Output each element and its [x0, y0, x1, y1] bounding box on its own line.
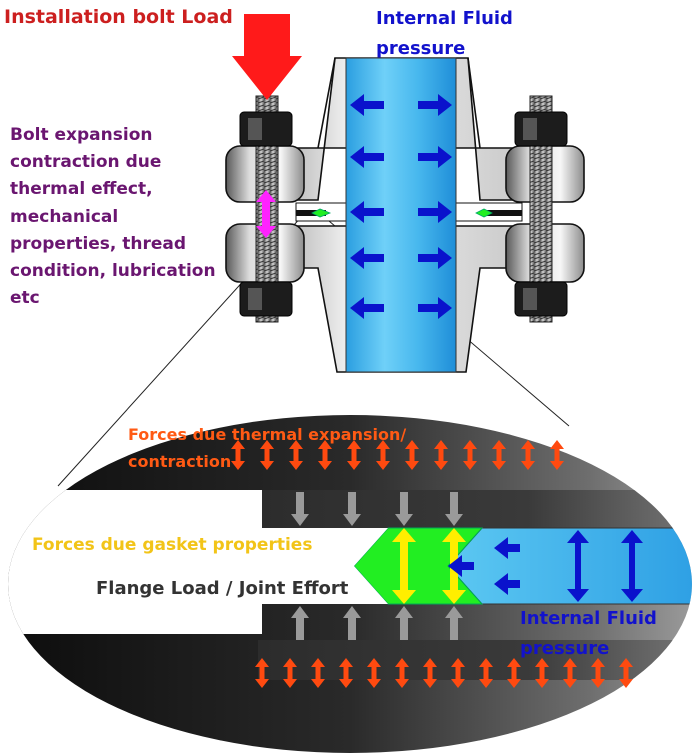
fluid-pressure-arrow [350, 297, 384, 319]
label-line: contraction due [10, 152, 162, 173]
compression-arrow [343, 492, 361, 526]
thermal-force-arrow [231, 440, 245, 470]
fluid-pressure-arrow [350, 201, 384, 223]
thermal-force-arrow [376, 440, 390, 470]
label-line: properties, thread [10, 233, 187, 254]
thermal-force-arrow [451, 658, 465, 688]
compression-arrow [343, 606, 361, 640]
fluid-pressure-arrow [621, 530, 643, 602]
fluid-pressure-arrow [350, 247, 384, 269]
gasket-left-mini [311, 208, 332, 218]
thermal-force-arrow [463, 440, 477, 470]
fluid-pressure-arrow [418, 146, 452, 168]
bolt-load-arrow [232, 14, 302, 100]
fluid-pressure-arrow [350, 146, 384, 168]
compression-arrow [395, 606, 413, 640]
detail-ellipse [8, 415, 692, 753]
thermal-force-arrow [289, 440, 303, 470]
gasket-force-arrow [392, 528, 416, 604]
thermal-force-arrow [405, 440, 419, 470]
fluid-pressure-arrow [350, 94, 384, 116]
compression-arrow [445, 492, 463, 526]
gasket-strip-right [486, 210, 522, 216]
thermal-force-arrow [423, 658, 437, 688]
thermal-force-arrow [395, 658, 409, 688]
fluid-pressure-arrow [448, 555, 474, 577]
label-line: Internal Fluid [376, 8, 513, 29]
label-line: thermal effect, [10, 179, 153, 200]
thermal-force-arrow [347, 440, 361, 470]
thermal-force-arrow [619, 658, 633, 688]
fluid-arrows-detail [448, 530, 643, 602]
compression-arrow [291, 492, 309, 526]
thermal-force-arrow [339, 658, 353, 688]
fluid-pressure-arrow [494, 573, 520, 595]
bolt-expansion-label: Bolt expansion contraction due thermal e… [10, 122, 216, 312]
left-nut-top [239, 111, 293, 147]
fluid-pressure-arrow [418, 247, 452, 269]
compression-arrow [395, 492, 413, 526]
gasket-notch [258, 528, 388, 604]
fluid-pressure-arrow [418, 94, 452, 116]
thermal-force-arrow [260, 440, 274, 470]
thermal-force-arrow [563, 658, 577, 688]
compression-arrow [291, 606, 309, 640]
label-line: Internal Fluid [520, 608, 657, 629]
flange-load-label: Flange Load / Joint Effort [96, 578, 349, 599]
installation-bolt-load-label: Installation bolt Load [4, 6, 233, 28]
label-line: Bolt expansion [10, 125, 153, 145]
flange-assembly [225, 14, 585, 373]
fluid-pressure-arrow [494, 537, 520, 559]
label-line: pressure [520, 638, 610, 659]
label-line: mechanical [10, 206, 119, 227]
gasket-strip-left [296, 210, 326, 216]
label-line: pressure [376, 38, 466, 59]
internal-fluid-pressure-label-top: Internal Fluid pressure [376, 4, 513, 64]
fluid-pressure-arrow [567, 530, 589, 602]
thermal-force-arrow [521, 440, 535, 470]
forces-gasket-label: Forces due gasket properties [32, 535, 313, 555]
label-line: contraction [128, 452, 232, 471]
fluid-pressure-arrow [418, 297, 452, 319]
thermal-force-arrow [591, 658, 605, 688]
thermal-force-arrow [283, 658, 297, 688]
thermal-force-arrow [318, 440, 332, 470]
fluid-pressure-arrow [418, 201, 452, 223]
thermal-force-arrow [492, 440, 506, 470]
thermal-force-arrow [507, 658, 521, 688]
thermal-force-arrow [535, 658, 549, 688]
fluid-arrows-top [350, 94, 452, 319]
internal-fluid-pressure-label-bottom: Internal Fluid pressure [520, 604, 657, 664]
label-line: etc [10, 288, 40, 309]
gasket-right-mini [475, 208, 493, 218]
thermal-force-arrow [479, 658, 493, 688]
right-bolt-stud [529, 95, 553, 323]
compression-arrows [291, 492, 463, 640]
left-nut-bottom [239, 281, 293, 317]
thermal-force-arrow [434, 440, 448, 470]
right-nut-top [514, 111, 568, 147]
thermal-force-arrow [311, 658, 325, 688]
flange-face-detail [8, 490, 262, 634]
right-nut-bottom [514, 281, 568, 317]
thermal-force-arrow [367, 658, 381, 688]
thermal-arrows [231, 440, 633, 688]
compression-arrow [445, 606, 463, 640]
bolt-expansion-arrow [256, 190, 276, 238]
label-line: condition, lubrication [10, 261, 216, 282]
thermal-force-arrow [255, 658, 269, 688]
label-line: Forces due thermal expansion/ [128, 425, 407, 444]
forces-thermal-label: Forces due thermal expansion/ contractio… [128, 421, 406, 475]
thermal-force-arrow [550, 440, 564, 470]
